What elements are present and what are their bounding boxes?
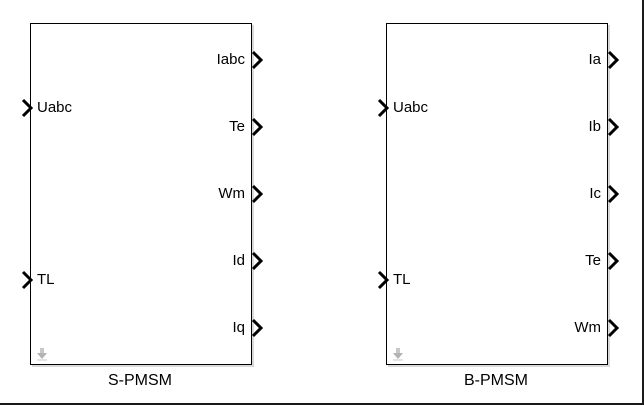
- input-port-label: TL: [37, 271, 55, 288]
- output-port-label: Iabc: [216, 51, 245, 68]
- output-port-ic-icon[interactable]: [607, 184, 620, 204]
- output-port-iabc-icon[interactable]: [251, 50, 264, 70]
- output-port-wm-icon[interactable]: [251, 184, 264, 204]
- output-port-label: Wm: [574, 319, 601, 336]
- output-port-wm-icon[interactable]: [607, 318, 620, 338]
- output-port-te-icon[interactable]: [607, 251, 620, 271]
- down-arrow-icon: [393, 348, 403, 361]
- s-pmsm-block[interactable]: Uabc TL Iabc Te Wm Id Iq: [21, 23, 264, 365]
- output-port-label: Te: [229, 118, 245, 135]
- output-port-id-icon[interactable]: [251, 251, 264, 271]
- input-port-uabc-icon[interactable]: [21, 98, 34, 118]
- output-port-label: Wm: [218, 185, 245, 202]
- s-pmsm-block-name: S-PMSM: [108, 372, 172, 389]
- output-port-label: Ib: [588, 118, 601, 135]
- input-port-tl-icon[interactable]: [377, 270, 390, 290]
- output-port-te-icon[interactable]: [251, 117, 264, 137]
- b-pmsm-block-name: B-PMSM: [464, 372, 528, 389]
- b-pmsm-block[interactable]: Uabc TL Ia Ib Ic Te Wm: [377, 23, 620, 365]
- output-port-label: Ic: [589, 185, 601, 202]
- input-port-label: Uabc: [393, 99, 429, 116]
- down-arrow-icon: [37, 348, 47, 361]
- input-port-label: Uabc: [37, 99, 73, 116]
- output-port-label: Te: [585, 252, 601, 269]
- output-port-label: Ia: [588, 51, 601, 68]
- input-port-tl-icon[interactable]: [21, 270, 34, 290]
- output-port-label: Iq: [232, 319, 245, 336]
- output-port-ib-icon[interactable]: [607, 117, 620, 137]
- output-port-ia-icon[interactable]: [607, 50, 620, 70]
- input-port-uabc-icon[interactable]: [377, 98, 390, 118]
- input-port-label: TL: [393, 271, 411, 288]
- output-port-label: Id: [232, 252, 245, 269]
- output-port-iq-icon[interactable]: [251, 318, 264, 338]
